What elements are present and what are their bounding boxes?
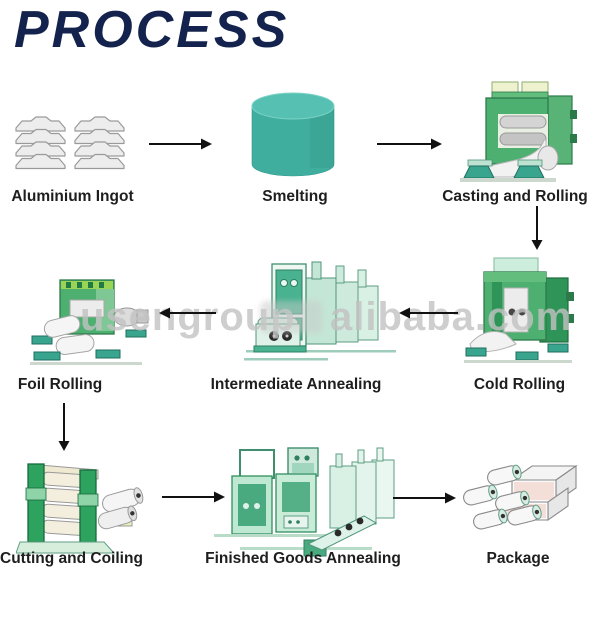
- aluminium-ingot-illustration: [15, 116, 127, 170]
- finished-goods-annealing-icon: [214, 447, 395, 557]
- flow-arrow-cold-to-intermediate: [399, 307, 458, 319]
- finished-goods-annealing-illustration: [212, 446, 400, 560]
- watermark-right: alibaba.com: [330, 295, 573, 339]
- page-title: PROCESS: [14, 1, 290, 59]
- package-illustration: [456, 460, 583, 552]
- step-label-casting-rolling: Casting and Rolling: [442, 188, 588, 205]
- flow-arrow-casting-to-cold: [531, 206, 543, 250]
- flow-arrow-cutting-to-finished: [162, 491, 225, 503]
- flow-arrow-foil-to-cutting: [58, 403, 70, 451]
- step-label-finished-goods-annealing: Finished Goods Annealing: [205, 550, 401, 567]
- foil-rolling-illustration: [30, 274, 157, 368]
- step-label-package: Package: [486, 550, 550, 567]
- intermediate-annealing-illustration: [244, 260, 398, 368]
- smelting-illustration: [248, 90, 338, 184]
- cutting-coiling-illustration: [16, 458, 163, 558]
- watermark-left: usengroup: [80, 295, 296, 339]
- package-icon: [463, 464, 578, 530]
- step-label-cold-rolling: Cold Rolling: [473, 376, 566, 393]
- aluminium-ingot-icon: [15, 116, 125, 170]
- cold-rolling-icon: [464, 257, 574, 363]
- casting-rolling-illustration: [456, 80, 588, 186]
- step-label-smelting: Smelting: [262, 188, 328, 205]
- cold-rolling-illustration: [462, 256, 584, 370]
- step-label-aluminium-ingot: Aluminium Ingot: [11, 188, 134, 205]
- foil-rolling-icon: [30, 279, 149, 365]
- casting-rolling-icon: [460, 81, 577, 182]
- smelting-icon: [251, 92, 335, 177]
- step-label-intermediate-annealing: Intermediate Annealing: [210, 376, 382, 393]
- step-label-foil-rolling: Foil Rolling: [17, 376, 103, 393]
- flow-arrow-smelting-to-casting: [377, 138, 442, 150]
- intermediate-annealing-icon: [244, 261, 396, 361]
- flow-arrow-finished-to-package: [393, 492, 456, 504]
- watermark-smudge: [260, 301, 322, 333]
- cutting-coiling-icon: [16, 463, 144, 554]
- step-label-cutting-coiling: Cutting and Coiling: [0, 550, 143, 567]
- flow-arrow-intermediate-to-foil: [159, 307, 216, 319]
- flow-arrow-ingot-to-smelting: [149, 138, 212, 150]
